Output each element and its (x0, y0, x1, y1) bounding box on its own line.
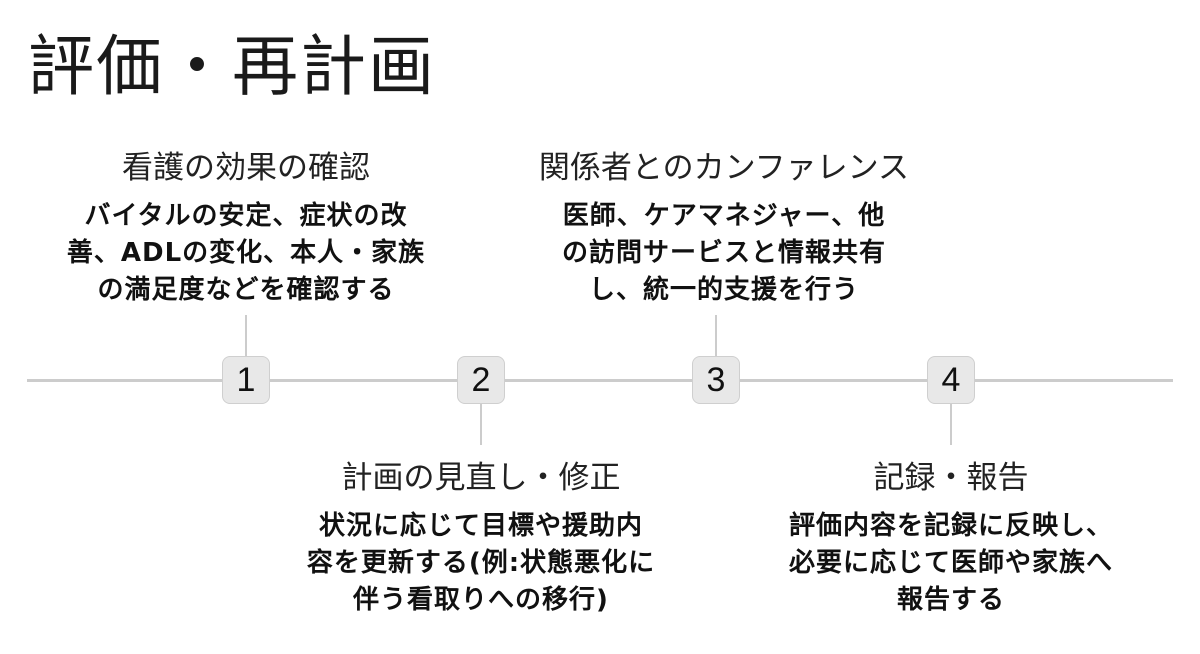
step-3-description-line: 医師、ケアマネジャー、他 (562, 201, 886, 231)
step-1-description-line: の満足度などを確認する (97, 275, 395, 305)
timeline-line (27, 379, 1173, 382)
step-1-heading: 看護の効果の確認 (122, 150, 370, 186)
step-3-heading: 関係者とのカンファレンス (538, 150, 910, 186)
step-2-description-line: 容を更新する(例:状態悪化に (306, 548, 656, 578)
step-2-block: 計画の見直し・修正 状況に応じて目標や援助内 容を更新する(例:状態悪化に 伴う… (261, 458, 701, 619)
step-1-description-line: 善、ADLの変化、本人・家族 (66, 238, 426, 268)
step-4-heading: 記録・報告 (873, 460, 1029, 496)
step-4-description: 評価内容を記録に反映し、 必要に応じて医師や家族へ 報告する (731, 508, 1171, 619)
step-2-description-line: 状況に応じて目標や援助内 (318, 511, 643, 541)
step-1-description-line: バイタルの安定、症状の改 (84, 201, 408, 231)
step-2-heading: 計画の見直し・修正 (341, 460, 621, 496)
step-4-description-line: 報告する (896, 585, 1005, 615)
step-2-description-line: 伴う看取りへの移行) (353, 585, 609, 615)
step-1-block: 看護の効果の確認 バイタルの安定、症状の改 善、ADLの変化、本人・家族 の満足… (26, 148, 466, 309)
step-3-description: 医師、ケアマネジャー、他 の訪問サービスと情報共有 し、統一的支援を行う (504, 198, 944, 309)
step-4-number-badge: 4 (927, 356, 975, 404)
step-3-block: 関係者とのカンファレンス 医師、ケアマネジャー、他 の訪問サービスと情報共有 し… (504, 148, 944, 309)
page-title: 評価・再計画 (28, 28, 436, 105)
step-1-connector (245, 315, 247, 356)
step-4-description-line: 評価内容を記録に反映し、 (788, 511, 1113, 541)
step-4-connector (950, 404, 952, 445)
step-3-number-badge: 3 (692, 356, 740, 404)
step-1-description: バイタルの安定、症状の改 善、ADLの変化、本人・家族 の満足度などを確認する (26, 198, 466, 309)
step-1-number-badge: 1 (222, 356, 270, 404)
step-2-description: 状況に応じて目標や援助内 容を更新する(例:状態悪化に 伴う看取りへの移行) (261, 508, 701, 619)
step-3-connector (715, 315, 717, 356)
step-4-block: 記録・報告 評価内容を記録に反映し、 必要に応じて医師や家族へ 報告する (731, 458, 1171, 619)
step-3-description-line: の訪問サービスと情報共有 (561, 238, 886, 268)
step-4-description-line: 必要に応じて医師や家族へ (788, 548, 1113, 578)
step-2-number-badge: 2 (457, 356, 505, 404)
step-2-connector (480, 404, 482, 445)
step-3-description-line: し、統一的支援を行う (588, 275, 859, 305)
